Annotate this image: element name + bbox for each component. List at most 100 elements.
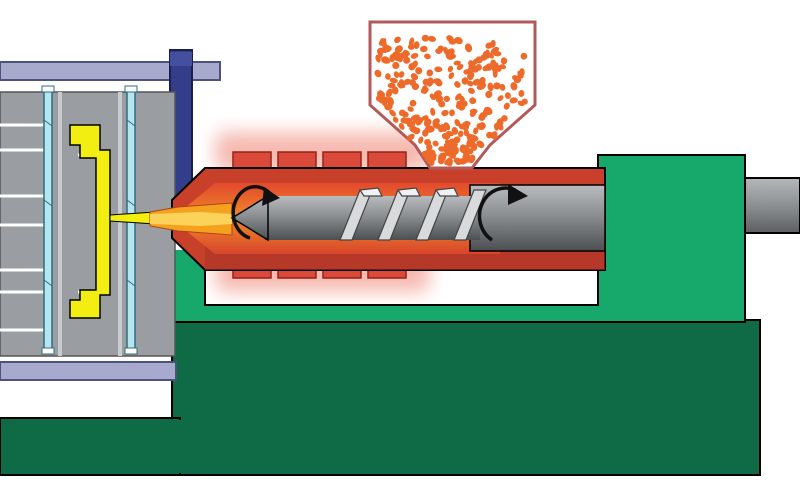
pellet	[443, 143, 451, 150]
screw-flights	[339, 187, 487, 241]
pellet	[490, 39, 496, 48]
pellet	[392, 116, 399, 123]
pellet	[446, 35, 454, 42]
pellet	[415, 117, 424, 126]
screw-tip	[230, 194, 269, 242]
pellet	[476, 140, 485, 149]
pellet	[434, 66, 443, 73]
machine-base	[0, 319, 761, 476]
pellet	[487, 82, 494, 92]
pellet	[393, 71, 400, 78]
pellet	[381, 57, 391, 64]
pellet	[472, 58, 479, 65]
pellet	[403, 78, 412, 85]
pellet	[519, 68, 525, 76]
pellet	[468, 60, 474, 67]
pellet	[430, 107, 436, 116]
pellet	[448, 151, 456, 159]
rotation-arrow-right	[477, 184, 528, 242]
pellet	[495, 65, 502, 72]
pellet	[415, 67, 423, 75]
pellet	[463, 151, 470, 159]
pellet	[423, 118, 431, 128]
pellet	[517, 100, 525, 107]
pellet	[410, 52, 419, 59]
pellet	[398, 71, 405, 78]
pellet	[399, 52, 406, 59]
pellet	[510, 82, 518, 91]
pellet	[407, 106, 414, 112]
pellet	[496, 119, 504, 126]
pellet	[457, 130, 464, 138]
pellet	[460, 144, 468, 153]
pellet	[449, 109, 455, 117]
pellet	[432, 118, 440, 126]
pellet	[398, 109, 406, 117]
pellet	[406, 133, 415, 141]
pellet	[493, 122, 500, 131]
pellet	[429, 93, 436, 101]
pellet	[454, 93, 462, 101]
pellet	[433, 90, 442, 99]
pellet	[471, 65, 480, 73]
pellet	[385, 73, 391, 80]
pellet	[394, 36, 401, 44]
pellet	[497, 95, 504, 102]
pellet	[448, 72, 455, 79]
pellet	[456, 63, 464, 71]
pellet	[409, 99, 417, 107]
pellet	[513, 76, 522, 84]
pellet	[424, 53, 431, 60]
pellet	[503, 102, 510, 110]
pellet	[385, 88, 393, 98]
pellet	[485, 90, 493, 99]
pellet	[509, 97, 518, 104]
pellet	[437, 45, 444, 52]
pellet	[490, 59, 497, 68]
pellet	[470, 143, 477, 148]
rotation-arrow-left	[231, 185, 280, 240]
pellet	[466, 80, 474, 87]
pellet	[520, 52, 528, 60]
pellet	[451, 127, 459, 135]
pellet	[468, 134, 476, 141]
pellet	[473, 127, 479, 135]
pellet	[518, 90, 525, 97]
pellet	[413, 41, 420, 49]
pellet	[469, 97, 477, 105]
pellet	[444, 158, 453, 166]
pellet	[443, 95, 450, 103]
mold	[0, 85, 179, 357]
pellet	[426, 69, 434, 77]
pellet	[482, 64, 491, 72]
pellets	[374, 34, 528, 167]
pellet	[479, 111, 488, 119]
screw	[230, 184, 606, 252]
pellet	[504, 92, 511, 99]
pellet	[432, 140, 439, 147]
pellet	[486, 131, 493, 139]
tie-bars	[0, 61, 221, 381]
pellet	[462, 121, 471, 127]
pellet	[389, 109, 397, 117]
drive-shaft	[744, 177, 800, 234]
pellet	[421, 34, 430, 42]
pellet	[392, 61, 400, 70]
pellet	[454, 36, 463, 45]
pellet	[478, 122, 486, 130]
pellet	[375, 94, 383, 102]
pellet	[439, 152, 447, 161]
pellet	[424, 138, 432, 146]
pellet	[403, 56, 411, 64]
pellet	[487, 52, 494, 59]
pellet	[389, 77, 398, 84]
pellet	[490, 46, 500, 54]
pellet	[443, 46, 449, 56]
pellet	[420, 45, 428, 53]
pellet	[398, 123, 405, 130]
pellet	[440, 125, 447, 132]
pellet	[453, 60, 461, 66]
pellet	[450, 142, 458, 148]
pellet	[376, 47, 384, 55]
